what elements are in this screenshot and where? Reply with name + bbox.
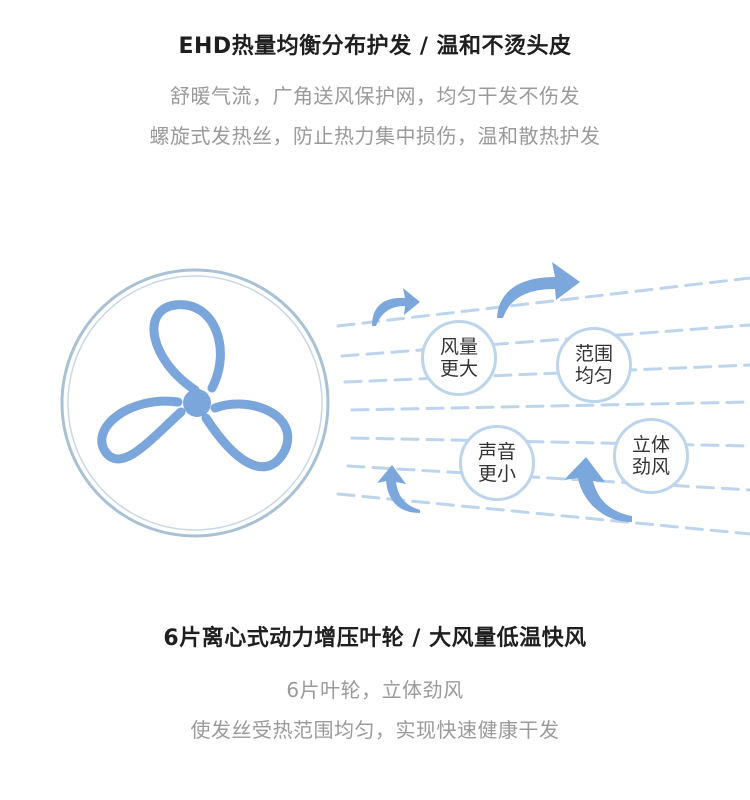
feature-bubble-strong-wind: 立体 劲风 <box>613 418 689 494</box>
feature-bubble-even-range: 范围 均匀 <box>556 327 632 403</box>
airflow-illustration <box>60 262 750 538</box>
fan-icon <box>60 268 330 538</box>
section1-line2: 螺旋式发热丝，防止热力集中损伤，温和散热护发 <box>149 124 601 148</box>
feature-bubble-line1: 范围 <box>574 343 613 365</box>
feature-bubble-line2: 更大 <box>439 358 478 380</box>
feature-bubble-line2: 更小 <box>477 463 516 485</box>
feature-bubble-line2: 劲风 <box>631 456 670 478</box>
feature-bubble-more-airflow: 风量 更大 <box>421 320 497 396</box>
curved-arrow-icon <box>372 262 632 522</box>
feature-bubble-line2: 均匀 <box>574 365 613 387</box>
section1-heading: EHD热量均衡分布护发 / 温和不烫头皮 <box>178 34 572 59</box>
section2-line1: 6片叶轮，立体劲风 <box>286 678 464 702</box>
section2-line2: 使发丝受热范围均匀，实现快速健康干发 <box>190 718 560 742</box>
section2-heading: 6片离心式动力增压叶轮 / 大风量低温快风 <box>163 626 587 651</box>
feature-bubble-quieter: 声音 更小 <box>459 425 535 501</box>
feature-bubble-line1: 立体 <box>631 434 670 456</box>
section1-line1: 舒暖气流，广角送风保护网，均匀干发不伤发 <box>170 84 580 108</box>
feature-bubble-line1: 风量 <box>439 336 478 358</box>
airflow-lines <box>336 276 750 536</box>
feature-bubble-line1: 声音 <box>477 441 516 463</box>
